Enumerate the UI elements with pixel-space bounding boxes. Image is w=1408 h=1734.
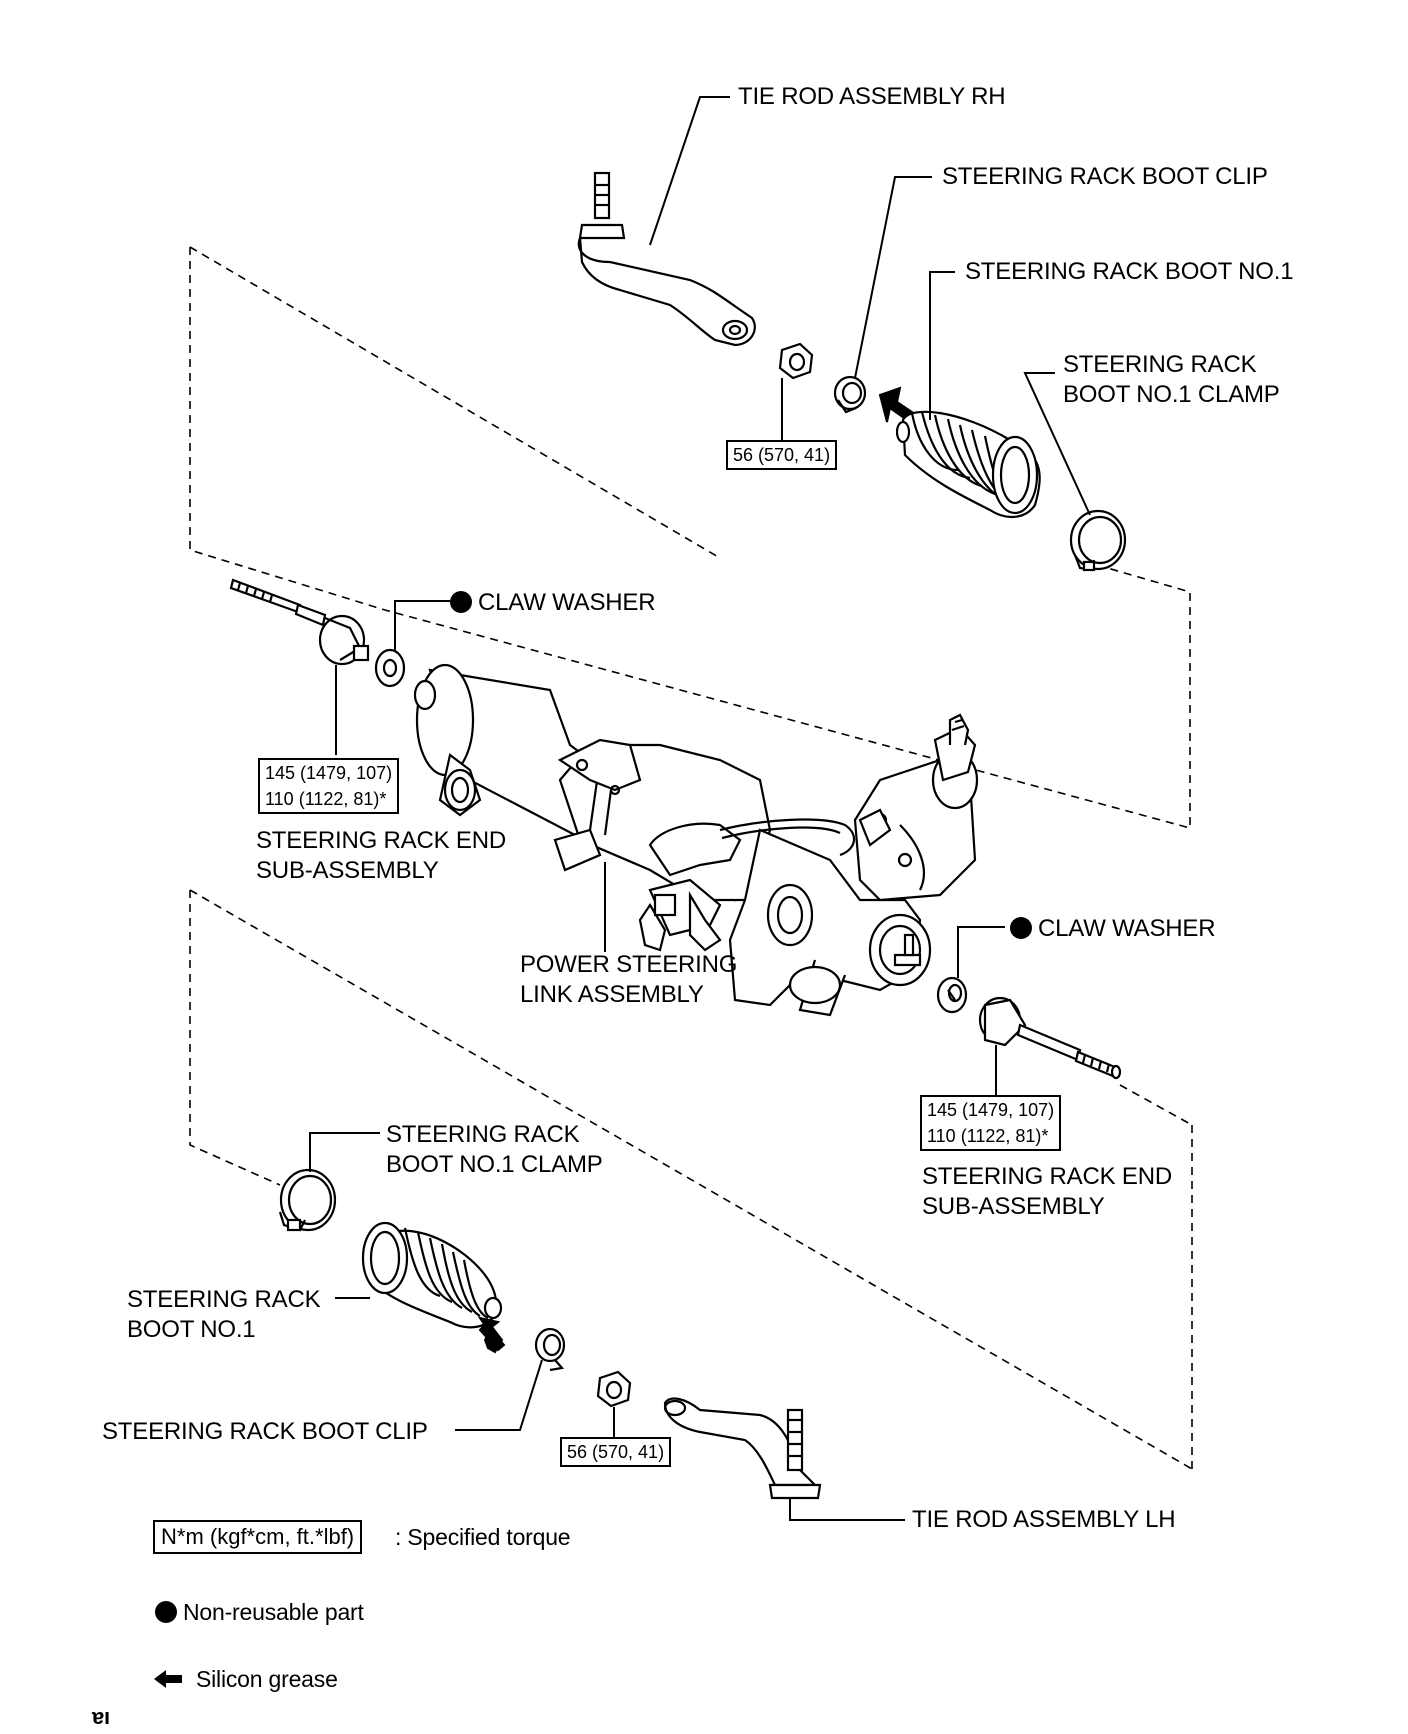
legend-silicon-grease-text: Silicon grease [196,1666,338,1692]
label-claw-washer-left: CLAW WASHER [450,588,656,618]
filled-circle-icon [155,1601,177,1623]
label-boot-clamp-top-line1: STEERING RACK [1063,351,1257,378]
grease-arrow-bottom-shaft [478,1321,506,1352]
torque-box-nut-bottom: 56 (570, 41) [560,1437,672,1467]
label-boot-no1-bottom-line1: STEERING RACK [127,1286,321,1313]
torque-rack-end-right-line2: 110 (1122, 81)* [927,1126,1049,1146]
label-tie-rod-lh: TIE ROD ASSEMBLY LH [912,1506,1176,1533]
torque-box-nut-top: 56 (570, 41) [726,440,838,470]
dashed-alignment-lines [189,246,1193,1470]
legend-torque-text: : Specified torque [395,1524,571,1550]
label-boot-clip-top: STEERING RACK BOOT CLIP [942,163,1268,190]
tie-rod-rh-part [577,171,756,347]
figure-code: ɐı [92,1704,110,1729]
label-rack-end-right: STEERING RACK END SUB-ASSEMBLY [922,1162,1172,1222]
torque-box-rack-end-right: 145 (1479, 107) 110 (1122, 81)* [920,1095,1062,1151]
label-claw-washer-right-text: CLAW WASHER [1038,915,1216,942]
leader-lines [309,96,1091,1521]
label-boot-no1-top: STEERING RACK BOOT NO.1 [965,258,1294,285]
boot-clamp-bottom-part [278,1168,337,1232]
torque-nut-bottom-value: 56 (570, 41) [567,1442,665,1462]
label-boot-clamp-bottom: STEERING RACK BOOT NO.1 CLAMP [386,1120,603,1180]
legend-torque-box: N*m (kgf*cm, ft.*lbf) [153,1520,363,1554]
tie-rod-lh-part [663,1397,822,1500]
label-boot-clamp-bottom-line1: STEERING RACK [386,1121,580,1148]
boot-no1-top-part [895,410,1041,518]
torque-rack-end-left-line1: 145 (1479, 107) [265,763,393,783]
legend-silicon-grease: Silicon grease [152,1664,338,1694]
label-rack-end-right-line1: STEERING RACK END [922,1163,1172,1190]
legend-non-reusable-text: Non-reusable part [183,1599,364,1625]
boot-clip-bottom-part [534,1327,566,1372]
label-boot-clamp-bottom-line2: BOOT NO.1 CLAMP [386,1151,603,1178]
label-boot-no1-bottom: STEERING RACK BOOT NO.1 [127,1285,321,1345]
label-boot-clip-bottom: STEERING RACK BOOT CLIP [102,1418,428,1445]
label-rack-end-left: STEERING RACK END SUB-ASSEMBLY [256,826,506,886]
boot-clip-top-part [833,375,867,414]
torque-box-rack-end-left: 145 (1479, 107) 110 (1122, 81)* [258,758,400,814]
label-rack-end-right-line2: SUB-ASSEMBLY [922,1193,1105,1220]
claw-washer-right-part [936,976,968,1014]
label-claw-washer-left-text: CLAW WASHER [478,589,656,616]
claw-washer-left-part [374,648,406,688]
rack-end-left-part [229,578,370,666]
label-boot-clamp-top: STEERING RACK BOOT NO.1 CLAMP [1063,350,1280,410]
label-boot-clamp-top-line2: BOOT NO.1 CLAMP [1063,381,1280,408]
rack-end-right-part [978,996,1122,1080]
torque-rack-end-right-line1: 145 (1479, 107) [927,1100,1055,1120]
label-rack-end-left-line1: STEERING RACK END [256,827,506,854]
legend-non-reusable: Non-reusable part [155,1597,364,1627]
power-steering-link-assembly-part [413,663,979,1017]
label-claw-washer-right: CLAW WASHER [1010,914,1216,944]
nut-top-part [778,342,814,380]
torque-nut-top-value: 56 (570, 41) [733,445,831,465]
torque-rack-end-left-line2: 110 (1122, 81)* [265,789,387,809]
label-boot-no1-bottom-line2: BOOT NO.1 [127,1316,256,1343]
label-rack-end-left-line2: SUB-ASSEMBLY [256,857,439,884]
non-reusable-icon [450,591,472,613]
label-link-assembly-line1: POWER STEERING [520,951,738,978]
non-reusable-icon [1010,917,1032,939]
boot-no1-bottom-part [361,1221,503,1329]
grease-arrow-top-icon [878,386,914,423]
nut-bottom-part [596,1370,632,1408]
boot-clamp-top-part [1069,509,1127,572]
label-tie-rod-rh: TIE ROD ASSEMBLY RH [738,83,1006,110]
label-link-assembly-line2: LINK ASSEMBLY [520,981,704,1008]
arrow-left-icon [154,1670,182,1688]
label-link-assembly: POWER STEERING LINK ASSEMBLY [520,950,737,1010]
